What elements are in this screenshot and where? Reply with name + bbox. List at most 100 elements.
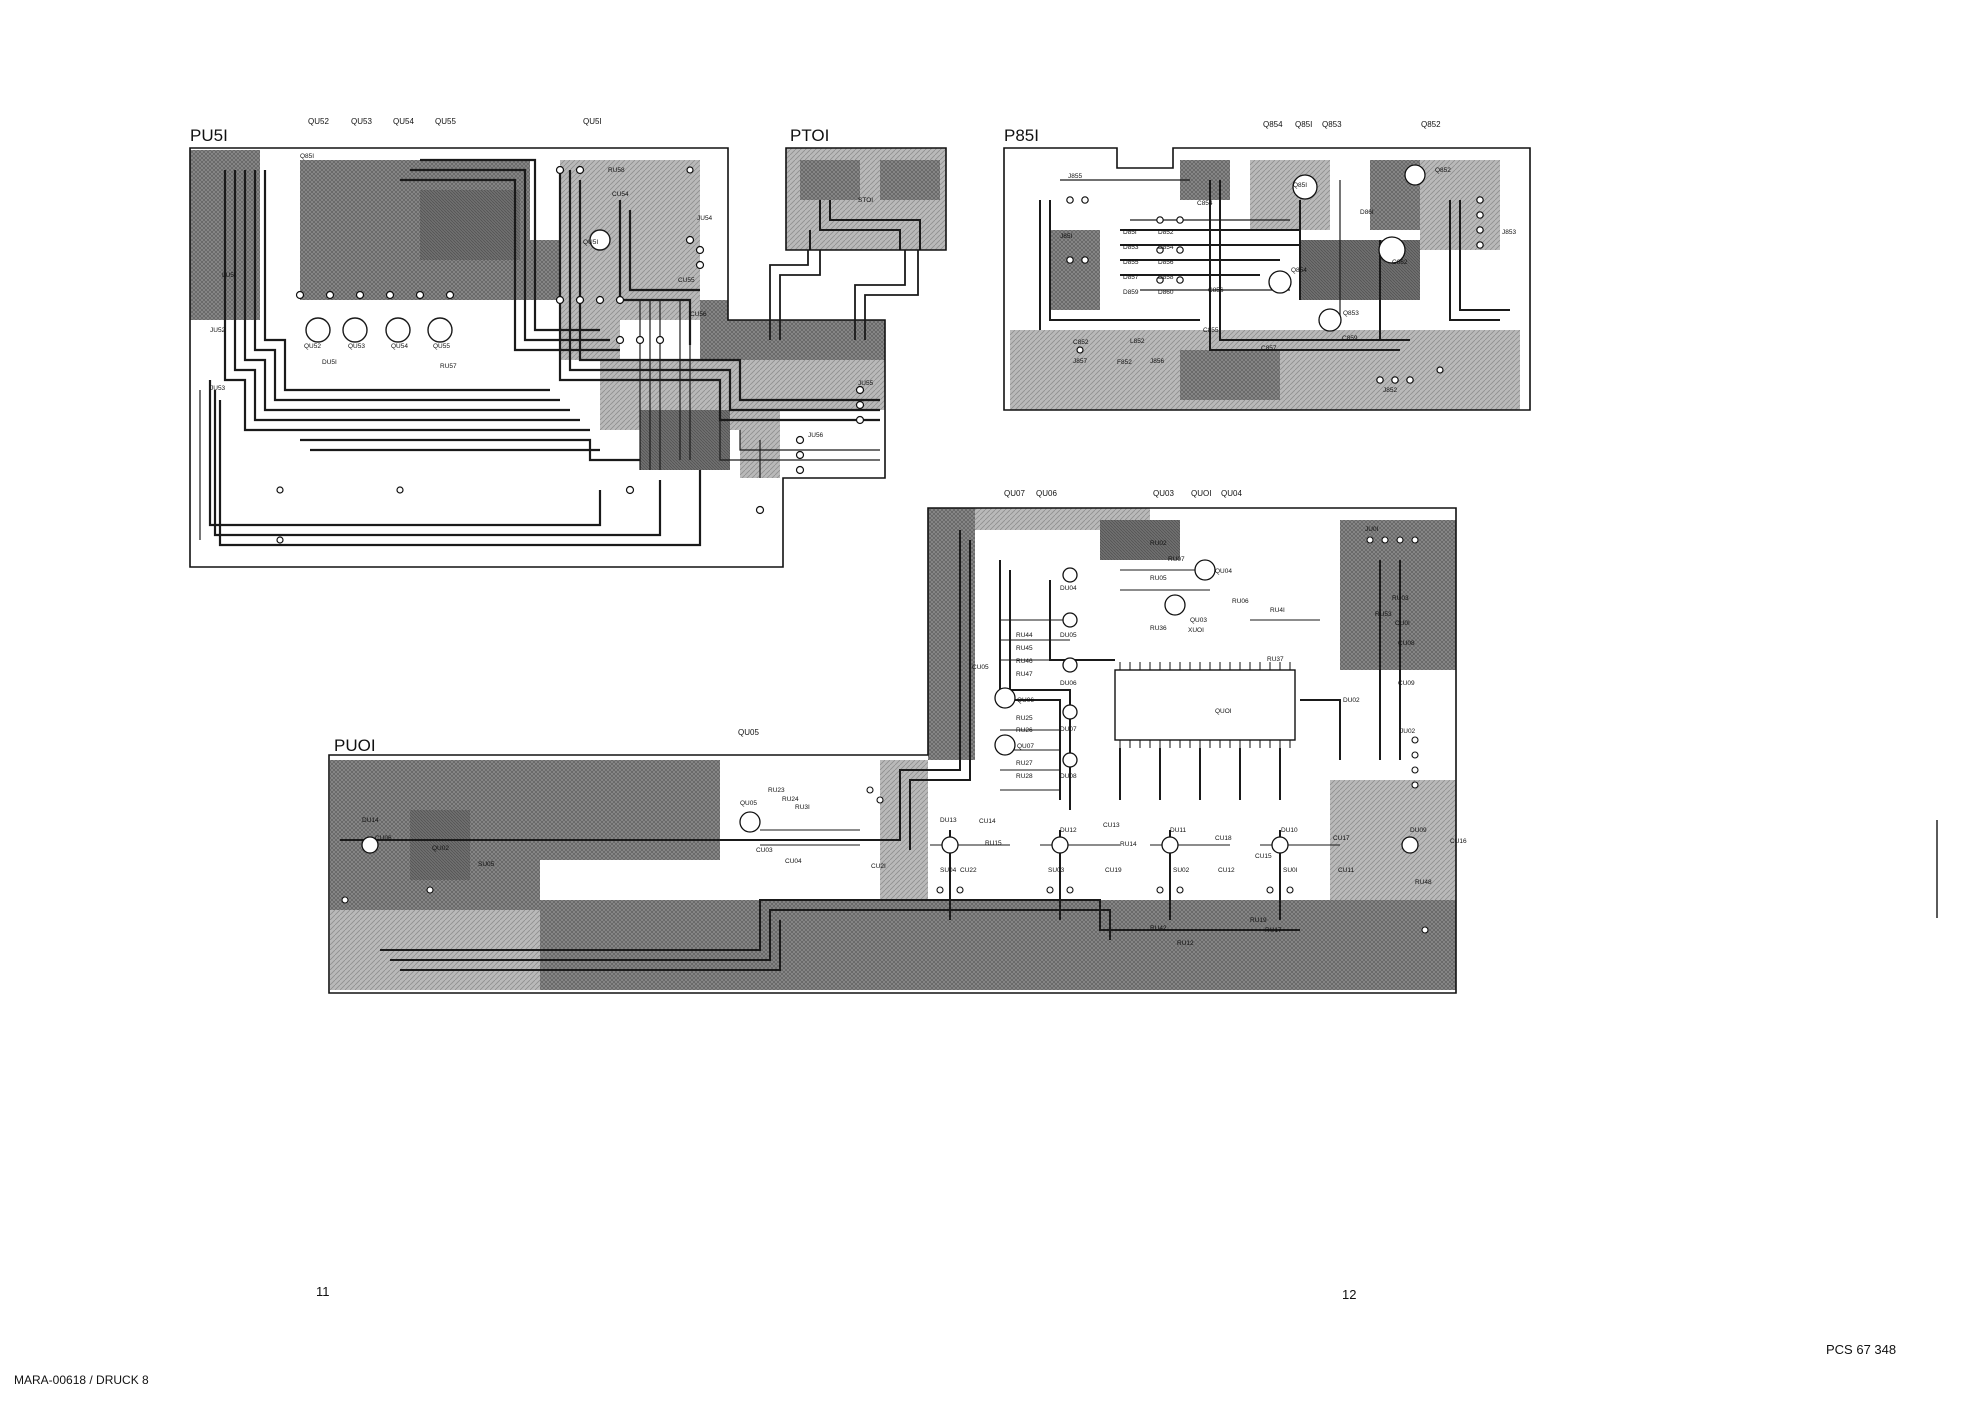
- component-ref-ru28: RU28: [1016, 773, 1033, 780]
- component-ref-cu22: CU22: [960, 867, 977, 874]
- component-ref-du12: DU12: [1060, 827, 1077, 834]
- ref-qu07-top: QU07: [1004, 489, 1025, 498]
- component-ref-cu04: CU04: [785, 858, 802, 865]
- component-ref-d855: D855: [1123, 259, 1139, 266]
- component-ref-ru44: RU44: [1016, 632, 1033, 639]
- component-ref-c854: C854: [1197, 200, 1213, 207]
- component-ref-d86i: D86I: [1360, 209, 1374, 216]
- component-ref-d853: D853: [1123, 244, 1139, 251]
- component-ref-ju53: JU53: [210, 385, 226, 392]
- component-ref-c862: C862: [1392, 259, 1408, 266]
- component-ref-ru24: RU24: [782, 796, 799, 803]
- component-ref-d856: D856: [1158, 259, 1174, 266]
- ref-q852-top: Q852: [1421, 120, 1441, 129]
- component-ref-du05: DU05: [1060, 632, 1077, 639]
- ref-qu05-top: QU05: [738, 728, 759, 737]
- component-ref-d859: D859: [1123, 289, 1139, 296]
- component-ref-d85i: D85I: [1123, 229, 1137, 236]
- component-ref-q85i: Q85I: [1293, 182, 1307, 189]
- component-ref-c855: C855: [1203, 327, 1219, 334]
- ref-qu03-top: QU03: [1153, 489, 1174, 498]
- component-ref-su05: SU05: [478, 861, 495, 868]
- component-ref-ju52: JU52: [210, 327, 226, 334]
- component-ref-qu02: QU02: [432, 845, 449, 852]
- component-ref-stoi: STOI: [858, 197, 873, 204]
- component-ref-qu06: QU06: [1017, 697, 1034, 704]
- component-ref-ru45: RU45: [1016, 645, 1033, 652]
- document-reference: MARA-00618 / DRUCK 8: [14, 1373, 149, 1387]
- component-ref-ju55: JU55: [858, 380, 874, 387]
- component-ref-du07: DU07: [1060, 726, 1077, 733]
- component-ref-q85i: Q85I: [300, 153, 314, 160]
- board-p851: [1003, 147, 1531, 411]
- ref-qu01-top: QUOI: [1191, 489, 1211, 498]
- component-ref-cu18: CU18: [1215, 835, 1232, 842]
- component-ref-d854: D854: [1158, 244, 1174, 251]
- component-ref-cu09: CU09: [1398, 680, 1415, 687]
- component-ref-ru57: RU57: [440, 363, 457, 370]
- component-ref-j855: J855: [1068, 173, 1082, 180]
- component-ref-d852: D852: [1158, 229, 1174, 236]
- component-ref-ru12: RU12: [1177, 940, 1194, 947]
- ref-qu53-top: QU53: [351, 117, 372, 126]
- board-label-pu51: PU5I: [190, 126, 228, 145]
- component-ref-cu15: CU15: [1255, 853, 1272, 860]
- component-ref-cu12: CU12: [1218, 867, 1235, 874]
- component-ref-ru06: RU06: [1232, 598, 1249, 605]
- component-ref-qu54: QU54: [391, 343, 408, 350]
- component-ref-ru42: RU42: [1150, 925, 1167, 932]
- component-ref-cu17: CU17: [1333, 835, 1350, 842]
- component-ref-ru48: RU48: [1415, 879, 1432, 886]
- component-ref-ru23: RU23: [768, 787, 785, 794]
- board-pt01: [769, 147, 947, 340]
- component-ref-ru53: RU53: [1375, 611, 1392, 618]
- component-ref-ru27: RU27: [1016, 760, 1033, 767]
- component-ref-cu19: CU19: [1105, 867, 1122, 874]
- component-ref-d860: D860: [1158, 289, 1174, 296]
- component-ref-d857: D857: [1123, 274, 1139, 281]
- component-ref-su03: SU03: [1048, 867, 1065, 874]
- component-ref-ru36: RU36: [1150, 625, 1167, 632]
- ref-qu54-top: QU54: [393, 117, 414, 126]
- component-ref-du11: DU11: [1170, 827, 1187, 834]
- component-ref-cu55: CU55: [678, 277, 695, 284]
- component-ref-f852: F852: [1117, 359, 1132, 366]
- component-ref-ru47: RU47: [1016, 671, 1033, 678]
- component-ref-j853: J853: [1502, 229, 1516, 236]
- component-ref-ru46: RU46: [1016, 658, 1033, 665]
- component-ref-ju56: JU56: [808, 432, 824, 439]
- component-ref-j856: J856: [1150, 358, 1164, 365]
- component-ref-ju54: JU54: [697, 215, 713, 222]
- component-ref-qu03: QU03: [1190, 617, 1207, 624]
- component-ref-c852: C852: [1073, 339, 1089, 346]
- component-ref-c856: C856: [1208, 287, 1224, 294]
- p851-top-refs: Q854 Q85I Q853 Q852: [1263, 120, 1441, 129]
- component-ref-qu5i: QU5I: [583, 239, 598, 246]
- component-ref-q852: Q852: [1435, 167, 1451, 174]
- pu01-top-refs: QU07 QU06 QU03 QUOI QU04 QU05: [738, 489, 1242, 737]
- component-ref-j857: J857: [1073, 358, 1087, 365]
- board-label-pu01: PUOI: [334, 736, 376, 755]
- component-ref-cu14: CU14: [979, 818, 996, 825]
- component-ref-ru3i: RU3I: [795, 804, 810, 811]
- board-label-pt01: PTOI: [790, 126, 829, 145]
- component-ref-cu13: CU13: [1103, 822, 1120, 829]
- component-ref-su0i: SU0I: [1283, 867, 1298, 874]
- pu51-top-refs: QU52 QU53 QU54 QU55 QU5I: [308, 117, 602, 126]
- board-pu51: [189, 147, 886, 568]
- ref-qu52-top: QU52: [308, 117, 329, 126]
- ref-qu55-top: QU55: [435, 117, 456, 126]
- component-ref-q854: Q854: [1291, 267, 1307, 274]
- component-ref-qu05: QU05: [740, 800, 757, 807]
- ref-q853-top: Q853: [1322, 120, 1342, 129]
- component-ref-du04: DU04: [1060, 585, 1077, 592]
- component-ref-du06: DU06: [1060, 680, 1077, 687]
- component-ref-ru58: RU58: [608, 167, 625, 174]
- component-ref-ru37: RU37: [1267, 656, 1284, 663]
- component-ref-cu03: CU03: [756, 847, 773, 854]
- component-ref-du13: DU13: [940, 817, 957, 824]
- component-ref-xuoi: XUOI: [1188, 627, 1204, 634]
